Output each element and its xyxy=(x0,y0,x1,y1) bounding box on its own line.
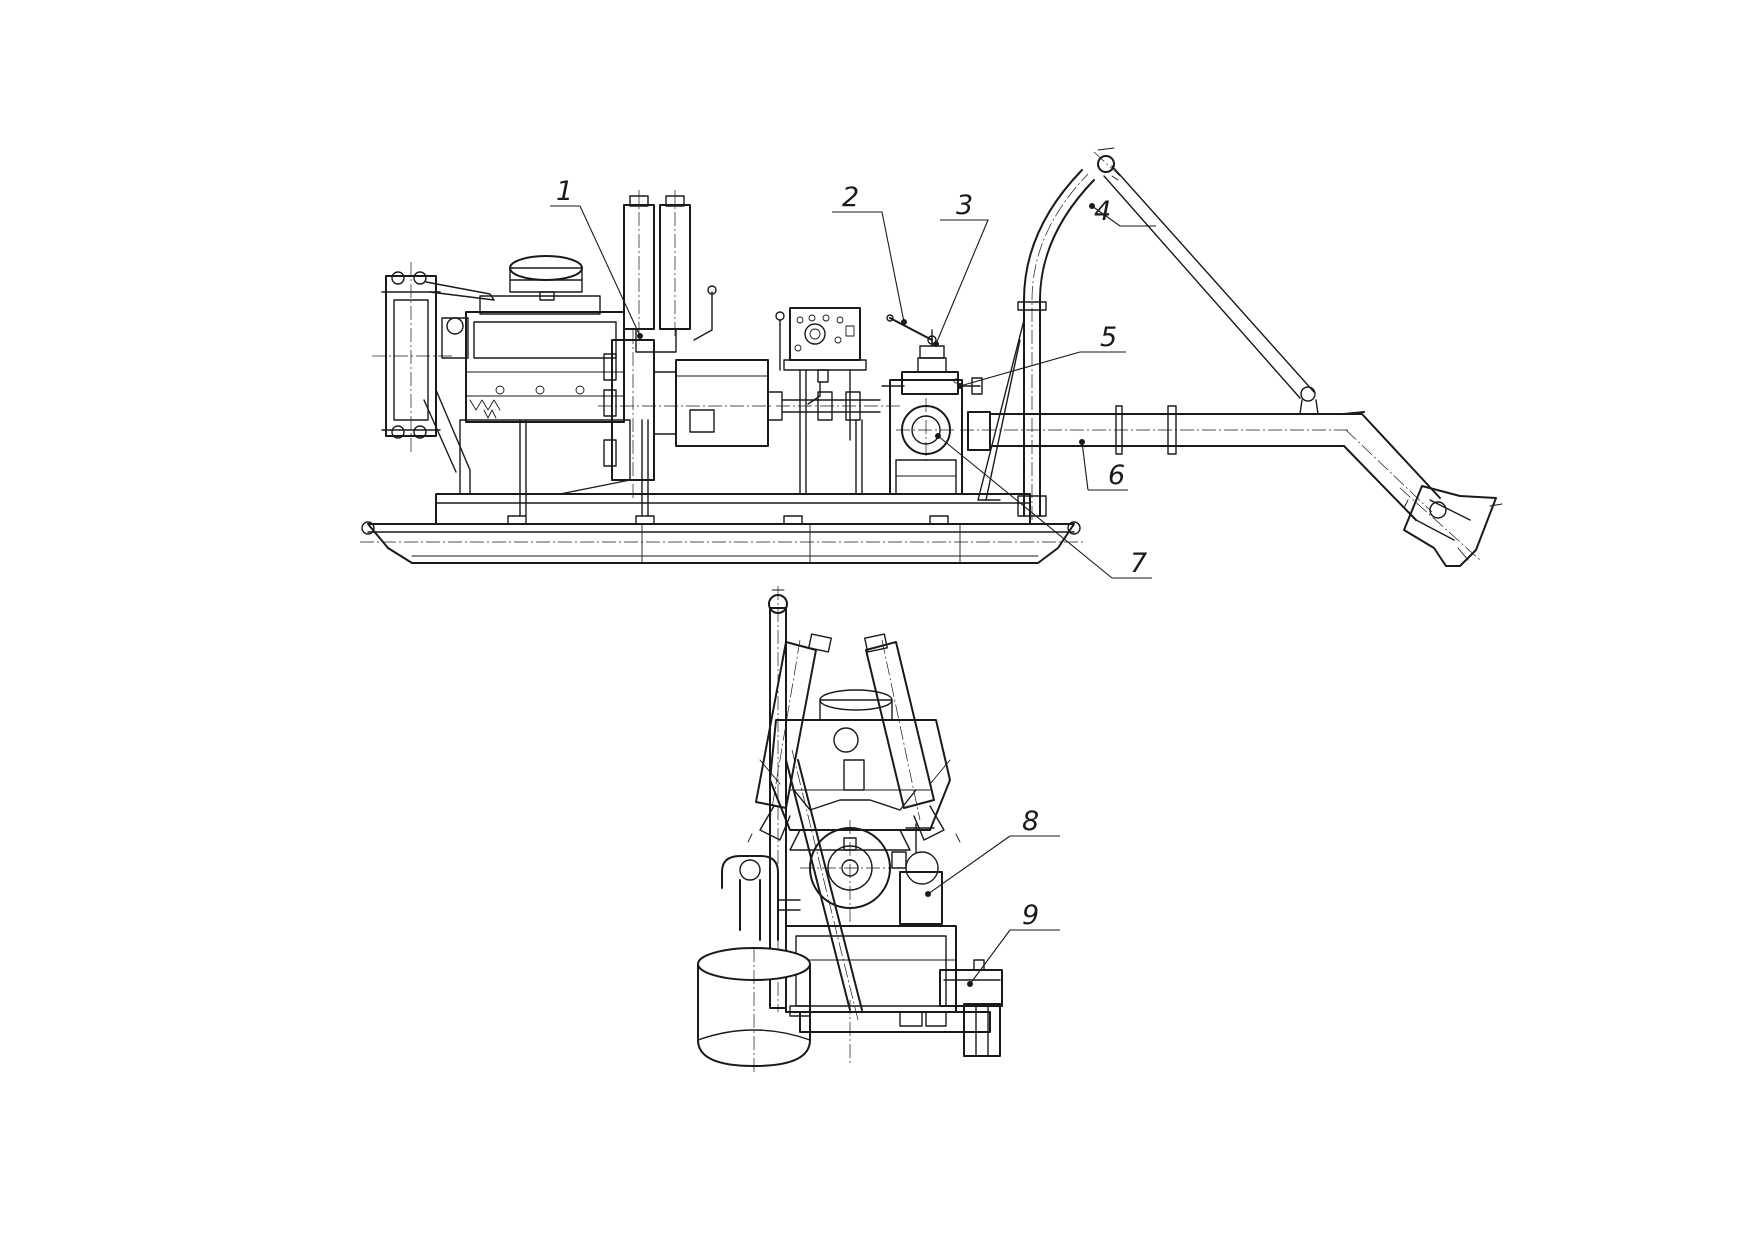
callout-3: 3 xyxy=(933,190,989,347)
callout-label-9: 9 xyxy=(1022,900,1039,931)
pontoon xyxy=(360,521,1084,564)
drive-shaft xyxy=(776,391,900,421)
callout-8: 8 xyxy=(925,806,1060,897)
discharge-pipe xyxy=(960,405,1503,567)
mast xyxy=(977,147,1121,520)
callout-label-1: 1 xyxy=(556,176,573,207)
callout-label-4: 4 xyxy=(1094,196,1111,227)
front-gear xyxy=(789,820,911,930)
front-discharge xyxy=(697,855,811,1072)
front-pump-body xyxy=(785,925,957,1013)
front-view xyxy=(697,586,1003,1072)
callout-6: 6 xyxy=(1079,439,1128,491)
exhaust-silencers xyxy=(623,190,717,353)
radiator xyxy=(372,262,495,495)
callout-4: 4 xyxy=(1089,196,1156,227)
front-tank xyxy=(939,959,1003,1007)
side-view xyxy=(360,147,1503,567)
callout-label-5: 5 xyxy=(1100,322,1117,353)
control-panel xyxy=(775,307,867,441)
callout-5: 5 xyxy=(957,322,1126,389)
callout-7: 7 xyxy=(935,433,1152,579)
callout-label-7: 7 xyxy=(1130,548,1147,579)
gearbox xyxy=(653,359,783,447)
front-mast xyxy=(768,586,863,1021)
engine xyxy=(441,255,631,495)
callout-2: 2 xyxy=(832,182,907,325)
callout-label-2: 2 xyxy=(842,182,859,213)
front-motor xyxy=(891,823,943,925)
callout-label-6: 6 xyxy=(1108,460,1125,491)
boom xyxy=(1103,165,1319,415)
callout-label-3: 3 xyxy=(956,190,973,221)
callout-1: 1 xyxy=(550,176,643,339)
valve-handle xyxy=(886,314,937,347)
skid-frame xyxy=(435,419,1031,525)
callout-label-8: 8 xyxy=(1022,806,1039,837)
front-silencers xyxy=(747,633,961,843)
pump xyxy=(889,379,963,495)
front-base-frame xyxy=(789,1000,1001,1064)
callout-9: 9 xyxy=(967,900,1060,987)
